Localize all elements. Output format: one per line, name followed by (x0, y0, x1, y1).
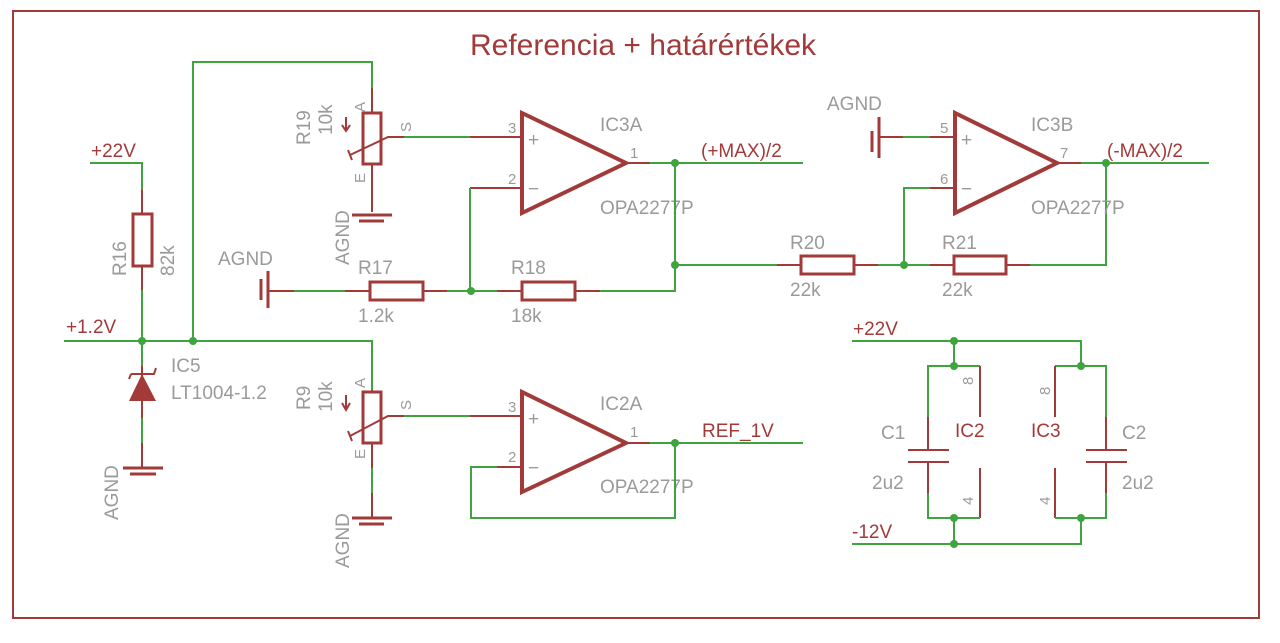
ground-r19: AGND (333, 210, 392, 265)
plus-sign: + (961, 130, 972, 151)
r9-pin-s: S (398, 400, 415, 410)
pin-number: 4 (1037, 497, 1054, 505)
ic5-value: LT1004-1.2 (171, 383, 267, 404)
r9-name: R9 (294, 386, 315, 410)
resistor-r16[interactable]: R16 82k (110, 190, 179, 290)
net-label-ref: REF_1V (702, 421, 774, 442)
ground-label: AGND (102, 465, 123, 520)
ground-label: AGND (333, 210, 354, 265)
r20-value: 22k (790, 280, 821, 301)
c2-name: C2 (1122, 423, 1146, 444)
ic3-power[interactable]: 8 4 IC3 (1031, 366, 1061, 518)
net-max-pos[interactable]: (+MAX)/2 (650, 141, 803, 167)
resistor-r18[interactable]: R18 18k (497, 258, 600, 327)
sheet-frame (12, 10, 1260, 619)
r19-pin-s: S (398, 122, 415, 132)
plus-sign: + (528, 409, 539, 430)
pin-number: 5 (940, 120, 948, 137)
pin-number: 4 (960, 497, 977, 505)
ic5-name: IC5 (171, 356, 201, 377)
r9-pin-e: E (352, 449, 369, 459)
net-label-v1-2: +1.2V (66, 317, 117, 338)
pin-number: 3 (508, 120, 516, 137)
ic2a-name: IC2A (600, 394, 643, 415)
pin-number: 1 (630, 145, 638, 162)
zener-ic5[interactable]: IC5 LT1004-1.2 (128, 341, 267, 418)
r9-value: 10k (316, 381, 337, 412)
net-label-v12-neg: -12V (852, 522, 892, 543)
potentiometer-r9[interactable]: A S E R9 10k (294, 368, 415, 493)
r20-name: R20 (790, 233, 825, 254)
pin-number: 8 (1037, 387, 1054, 395)
opamp-ic3b[interactable]: + − 5 6 7 IC3B OPA2277P (930, 109, 1125, 219)
resistor-r21[interactable]: R21 22k (930, 233, 1030, 301)
r17-name: R17 (358, 258, 393, 279)
ground-label: AGND (218, 249, 273, 270)
net-label-v22-supply: +22V (853, 319, 898, 340)
r18-value: 18k (511, 306, 542, 327)
minus-sign: − (961, 179, 972, 200)
pin-number: 8 (960, 377, 977, 385)
net-v12-neg[interactable]: -12V (852, 518, 1082, 548)
ground-ic5: AGND (102, 418, 163, 520)
net-label-max-neg: (-MAX)/2 (1107, 141, 1183, 162)
ic3-name: IC3 (1031, 421, 1061, 442)
pin-number: 6 (940, 171, 948, 188)
ic3b-value: OPA2277P (1031, 198, 1125, 219)
pin-number: 2 (508, 171, 516, 188)
ground-label: AGND (827, 94, 882, 115)
capacitor-c1[interactable]: C1 2u2 (872, 417, 949, 494)
ic3a-value: OPA2277P (600, 198, 694, 219)
r19-pin-a: A (352, 102, 369, 112)
net-v22-left[interactable]: +22V (90, 141, 143, 190)
ground-r17: AGND (218, 249, 294, 308)
ic3a-name: IC3A (600, 115, 643, 136)
ic2-power[interactable]: 8 4 IC2 (955, 366, 985, 518)
net-v1-2[interactable]: +1.2V (64, 317, 373, 368)
r16-value: 82k (158, 245, 179, 276)
ground-r9: AGND (333, 468, 392, 568)
pin-number: 3 (508, 399, 516, 416)
sheet-title: Referencia + határértékek (470, 29, 817, 62)
c2-value: 2u2 (1122, 473, 1154, 494)
net-label-v22: +22V (91, 141, 136, 162)
ground-ic3b: AGND (827, 94, 930, 158)
r21-value: 22k (942, 280, 973, 301)
minus-sign: − (528, 179, 539, 200)
net-label-max-pos: (+MAX)/2 (701, 141, 782, 162)
c1-value: 2u2 (872, 473, 904, 494)
r16-name: R16 (110, 241, 131, 276)
opamp-ic3a[interactable]: + − 3 2 1 IC3A OPA2277P (470, 109, 694, 219)
r9-pin-a: A (352, 378, 369, 388)
ic2-name: IC2 (955, 421, 985, 442)
net-ref[interactable]: REF_1V (650, 421, 803, 447)
r19-value: 10k (316, 104, 337, 135)
r17-value: 1.2k (358, 306, 394, 327)
r21-name: R21 (942, 233, 977, 254)
ic3b-name: IC3B (1031, 115, 1073, 136)
pin-number: 1 (630, 424, 638, 441)
net-max-neg[interactable]: (-MAX)/2 (1081, 141, 1209, 167)
ground-label: AGND (333, 513, 354, 568)
c1-name: C1 (881, 423, 905, 444)
minus-sign: − (528, 458, 539, 479)
pin-number: 7 (1060, 145, 1068, 162)
resistor-r20[interactable]: R20 22k (777, 233, 878, 301)
r19-pin-e: E (352, 173, 369, 183)
resistor-r17[interactable]: R17 1.2k (345, 258, 447, 327)
net-v22-supply[interactable]: +22V (852, 319, 1082, 366)
plus-sign: + (528, 130, 539, 151)
ic2a-value: OPA2277P (600, 477, 694, 498)
r18-name: R18 (511, 258, 546, 279)
pin-number: 2 (508, 449, 516, 466)
opamp-ic2a[interactable]: + − 3 2 1 IC2A OPA2277P (470, 388, 694, 498)
r19-name: R19 (294, 110, 315, 145)
potentiometer-r19[interactable]: A S E R19 10k (294, 88, 415, 212)
capacitor-c2[interactable]: C2 2u2 (1086, 417, 1154, 494)
